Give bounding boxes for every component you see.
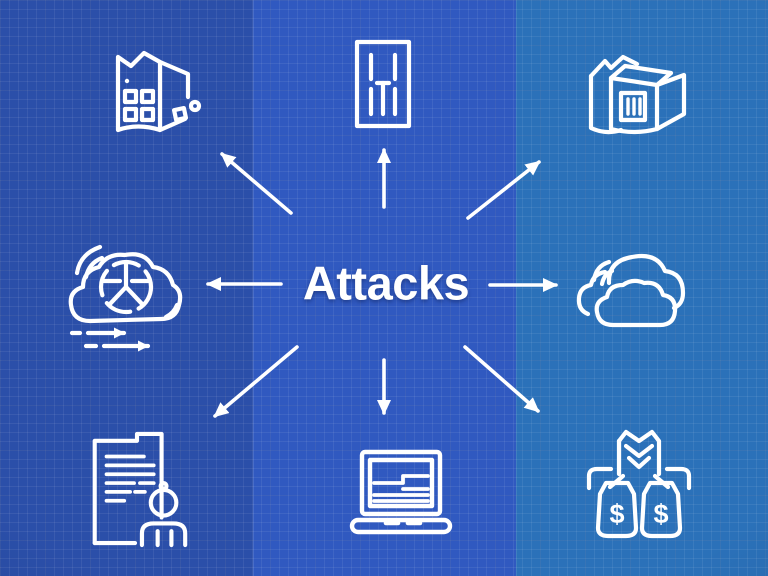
node-top-center (352, 38, 414, 130)
attacks-label: Attacks (302, 256, 470, 310)
dollar-symbol: $ (653, 499, 668, 529)
node-top-left (96, 40, 214, 150)
node-bottom-right: $ $ (578, 424, 700, 544)
package-icon (588, 54, 687, 135)
cloud-data-flow-icon (68, 244, 183, 352)
document-person-icon (92, 431, 188, 548)
node-bottom-center (346, 446, 456, 540)
laptop-icon (349, 449, 453, 535)
node-middle-right (574, 236, 706, 332)
node-bottom-left (78, 426, 196, 548)
arrow-up-right (466, 160, 541, 220)
node-top-right (576, 44, 696, 140)
server-icon (354, 39, 412, 129)
money-bags-icon: $ $ (586, 429, 692, 539)
arrow-down-right (463, 345, 540, 413)
clouds-icon (576, 253, 686, 328)
background-band-right (516, 0, 768, 576)
building-icon (115, 50, 202, 133)
arrow-down-left (213, 345, 299, 418)
dollar-symbol: $ (609, 499, 624, 529)
arrow-up-left (220, 152, 293, 215)
node-middle-left (58, 230, 198, 354)
